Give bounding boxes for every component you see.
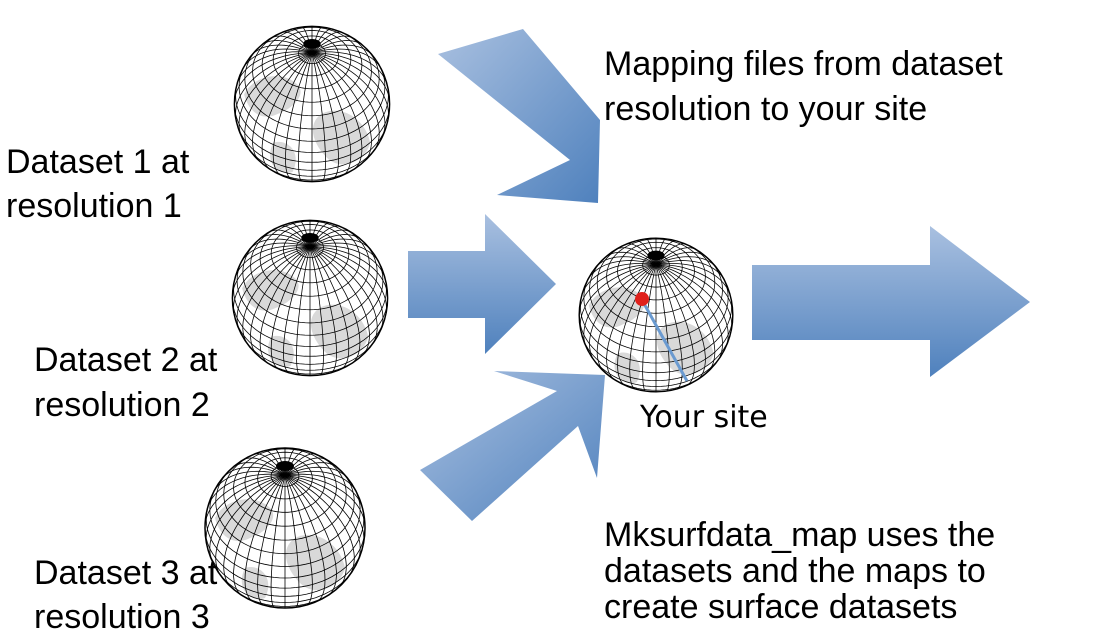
- output-arrow: [752, 226, 1030, 377]
- mapping-files-label-line2: resolution to your site: [604, 90, 928, 128]
- dataset-1-globe-icon: [234, 26, 389, 181]
- dataset-3-label-line1: Dataset 3 at: [34, 554, 218, 592]
- diagonal-arrow-top: [438, 29, 600, 203]
- diagonal-arrow-bottom: [420, 371, 605, 521]
- dataset-1-label-line1: Dataset 1 at: [6, 143, 190, 181]
- site-marker-icon: [635, 292, 649, 306]
- mksurfdata-label-line2: datasets and the maps to: [604, 552, 986, 590]
- dataset-3-globe-icon: [205, 448, 365, 608]
- mksurfdata-label-line3: create surface datasets: [604, 588, 958, 626]
- site-pointer-line: [640, 299, 689, 382]
- mksurfdata-label-line1: Mksurfdata_map uses the: [604, 516, 996, 554]
- dataset-1-label-line2: resolution 1: [6, 187, 182, 225]
- dataset-2-label-line1: Dataset 2 at: [34, 341, 218, 379]
- horizontal-arrow-middle: [408, 214, 556, 354]
- dataset-3-label-line2: resolution 3: [34, 598, 210, 636]
- mapping-files-label-line1: Mapping files from dataset: [604, 45, 1003, 83]
- your-site-label: Your site: [640, 400, 768, 435]
- dataset-2-label-line2: resolution 2: [34, 386, 210, 424]
- your-site-globe-icon: [579, 238, 733, 392]
- dataset-2-globe-icon: [232, 220, 387, 375]
